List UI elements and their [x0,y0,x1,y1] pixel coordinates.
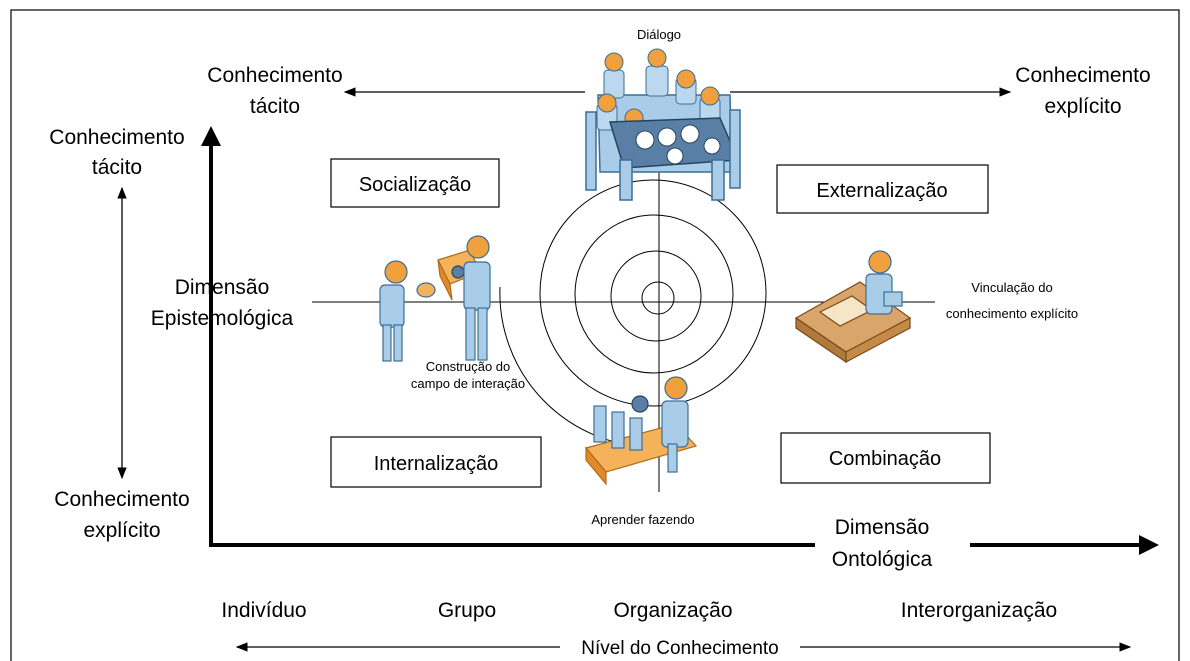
top-right-label-line2: explícito [1044,95,1121,118]
level-grupo: Grupo [438,599,496,622]
level-axis-label: Nível do Conhecimento [581,638,779,659]
construcao-caption-line1: Construção do [426,359,511,374]
quadrant-socializacao-label: Socialização [359,174,471,196]
epistemological-label-line1: Dimensão [175,276,270,299]
left-top-label-line2: tácito [92,156,142,179]
quadrant-combinacao: Combinação [780,432,991,484]
left-bottom-label-line1: Conhecimento [54,488,189,511]
spiral-ring-4 [539,179,767,407]
vinculacao-caption-line2: conhecimento explícito [946,306,1078,321]
level-interorganizacao: Interorganização [901,599,1057,622]
ontological-label-line1: Dimensão [835,516,930,539]
quadrant-externalizacao-label: Externalização [816,180,947,202]
top-right-label-line1: Conhecimento [1015,64,1150,87]
left-top-label-line1: Conhecimento [49,126,184,149]
interaction-illustration [379,235,491,362]
quadrant-socializacao: Socialização [330,158,500,208]
spiral-ring-3 [574,214,734,374]
epistemological-label-line2: Epistemológica [151,307,294,330]
ontological-label-line2: Ontológica [832,548,933,571]
learning-by-doing-illustration [584,376,698,486]
quadrant-externalizacao: Externalização [776,164,989,214]
level-individuo: Indivíduo [221,599,306,622]
outer-frame [10,9,1180,661]
spiral-ring-2 [610,250,702,342]
aprender-caption: Aprender fazendo [591,512,694,527]
top-left-label-line2: tácito [250,95,300,118]
dialog-caption: Diálogo [637,27,681,42]
dialog-meeting-illustration [585,48,741,201]
vinculacao-caption-line1: Vinculação do [971,280,1052,295]
top-left-label-line1: Conhecimento [207,64,342,87]
construcao-caption-line2: campo de interação [411,376,525,391]
quadrant-internalizacao: Internalização [330,436,542,488]
level-organizacao: Organização [613,599,732,622]
quadrant-combinacao-label: Combinação [829,448,941,470]
left-bottom-label-line2: explícito [83,519,160,542]
desk-writer-illustration [794,250,912,364]
quadrant-internalizacao-label: Internalização [374,453,499,475]
spiral-ring-1 [641,281,675,315]
